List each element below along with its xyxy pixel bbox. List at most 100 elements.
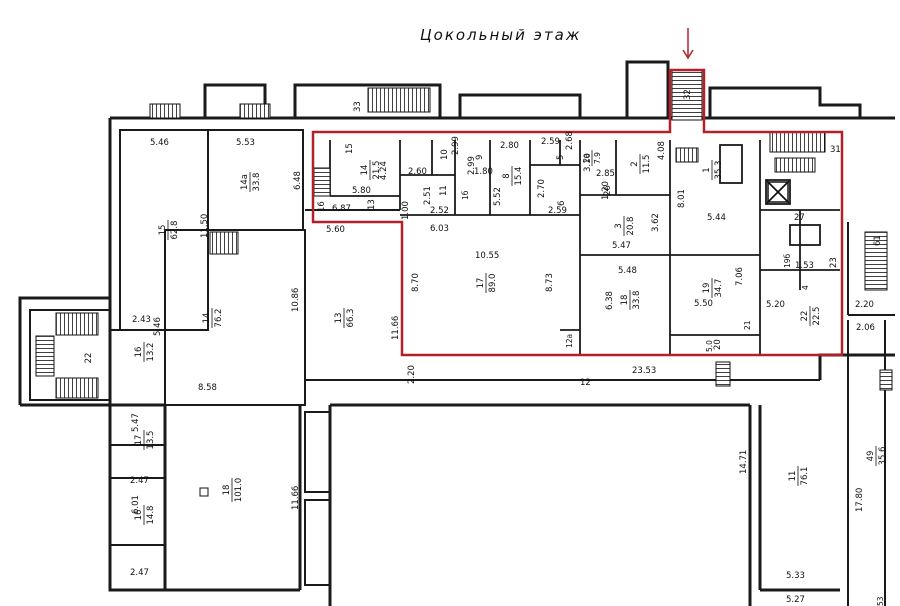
room-num: 2а [582, 153, 591, 162]
dim-label: 5.20 [766, 300, 785, 310]
room-number: 19б [783, 253, 792, 268]
dim-label: 5.46 [153, 317, 163, 336]
dim-label: 2.47 [130, 568, 149, 578]
dim-label: 5.80 [352, 186, 371, 196]
room-number: 6 [557, 201, 567, 206]
room-number: 27 [794, 213, 805, 223]
room-number: 11 [439, 185, 449, 196]
room-number: 10 [440, 149, 450, 160]
dim-label: 2.52 [430, 206, 449, 216]
stair-icon [35, 69, 893, 399]
dim-label: 1.20 [601, 181, 611, 200]
room-num: 14а [240, 174, 250, 190]
room-area: 33.8 [252, 173, 262, 192]
room-area: 35.3 [714, 161, 724, 180]
room-number-labels: 33 15 16 13 10 9 1б 11 5 26 6 32 31 27 1… [317, 89, 885, 606]
dim-label: 5.50 [694, 299, 713, 309]
dim-label: 4.08 [657, 141, 667, 160]
dim-label: 2.51 [423, 186, 433, 205]
dim-label: 2.99 [451, 136, 461, 155]
room-number: 9 [475, 155, 485, 160]
room-num: 2 [630, 161, 640, 166]
room-area: 13.2 [146, 343, 156, 362]
room-number: 13 [367, 199, 377, 210]
room-number: 31 [830, 145, 841, 155]
dim-label: 2.80 [500, 141, 519, 151]
room-area: 101.0 [234, 478, 244, 502]
dim-label: 6.48 [293, 171, 303, 190]
dim-label: 4.24 [379, 161, 389, 180]
dim-label: 5.48 [618, 266, 637, 276]
room-num: 19 [702, 283, 712, 294]
dim-label: 5.46 [150, 138, 169, 148]
room-area: 33.8 [632, 291, 642, 310]
room-area: 14.8 [146, 506, 156, 525]
dim-label: 5.60 [326, 225, 345, 235]
dim-label: 8.70 [411, 273, 421, 292]
elevator-icon [767, 181, 789, 203]
room-number: 16 [317, 201, 327, 212]
room-num: 18 [222, 485, 232, 496]
room-area: 66.3 [346, 309, 356, 328]
room-num: 17 [134, 435, 144, 446]
dim-label: 8.73 [545, 273, 555, 292]
room-num: 22 [84, 353, 94, 364]
dim-label: 2.47 [130, 476, 149, 486]
room-num: 1 [702, 167, 712, 172]
room-area: 21.5 [372, 161, 382, 180]
dim-label: 23.53 [632, 366, 656, 376]
dim-label: 5.27 [786, 595, 805, 605]
room-num: 14 [360, 165, 370, 176]
room-number: 53 [876, 596, 885, 606]
dim-label: 1.80 [474, 167, 493, 177]
dim-label: 2.68 [565, 131, 575, 150]
dim-label: 2.60 [408, 167, 427, 177]
room-area: 34.7 [714, 279, 724, 298]
room-num: 13 [334, 313, 344, 324]
dim-label: 2.99 [467, 156, 477, 175]
dim-label: 8.58 [198, 383, 217, 393]
dim-label: 8.01 [677, 189, 687, 208]
dim-label: 5.53 [236, 138, 255, 148]
room-number: 32 [683, 89, 693, 100]
room-number: 12 [580, 378, 591, 388]
room-number: 23 [829, 257, 839, 268]
building-walls [18, 60, 895, 606]
dim-label: 11.50 [200, 214, 210, 238]
dim-label: 14.71 [739, 450, 749, 474]
dim-label: 5.33 [786, 571, 805, 581]
room-num: 16 [134, 347, 144, 358]
dim-label: 2.43 [132, 315, 151, 325]
room-number: 20 [713, 339, 723, 350]
dim-label: 11.66 [391, 316, 401, 340]
dim-label: 10.55 [475, 251, 499, 261]
dim-label: 1.53 [795, 261, 814, 271]
room-number: 33 [353, 101, 363, 112]
dim-label: 6.87 [332, 204, 351, 214]
room-number: 61 [873, 235, 883, 246]
dim-label: 6.38 [605, 291, 615, 310]
dim-label: 2.85 [596, 169, 615, 179]
lease-boundary [311, 68, 844, 357]
room-area: 89.0 [488, 274, 498, 293]
dim-label: 5.47 [131, 413, 141, 432]
room-area: 76.1 [800, 467, 810, 486]
room-area: 20.8 [626, 217, 636, 236]
room-area: 35.6 [878, 447, 888, 466]
room-number: 5 [556, 155, 566, 160]
room-number: 26 [603, 185, 613, 196]
entrance-arrow-icon [682, 28, 694, 60]
dim-label: 2.59 [541, 137, 560, 147]
column-marker [199, 487, 209, 497]
plan-title: Цокольный этаж [420, 26, 581, 44]
dim-label: 5.52 [493, 187, 503, 206]
dim-label: 11.66 [291, 486, 301, 510]
dim-label: 2.20 [855, 300, 874, 310]
dim-label: 2.59 [548, 206, 567, 216]
dim-label: 6.01 [131, 495, 141, 514]
dim-label: 6.03 [430, 224, 449, 234]
dim-label: 7.06 [735, 267, 745, 286]
room-num: 8 [502, 173, 512, 178]
dim-label: 17.80 [855, 488, 865, 512]
